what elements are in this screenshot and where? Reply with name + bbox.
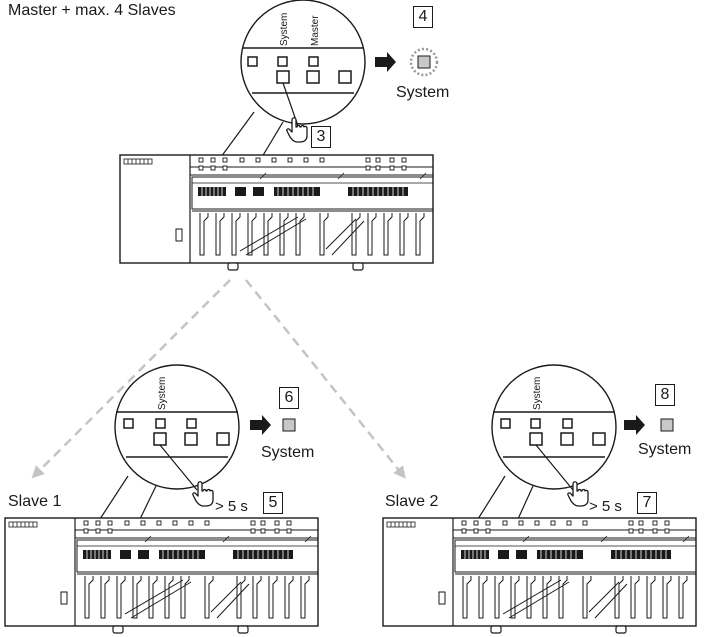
dashed-arrow-to-slave2 (245, 279, 406, 479)
step-number-7: 7 (637, 492, 657, 514)
step-number-3: 3 (311, 126, 331, 148)
slave1-zoom-circle (99, 364, 240, 520)
system-led (282, 418, 296, 432)
master-zoom-circle (220, 0, 366, 158)
master-module (119, 154, 434, 271)
slave1-module (4, 517, 319, 634)
system-led-label: System (638, 441, 692, 458)
slave2-label: Slave 2 (385, 493, 439, 510)
step-number-6: 6 (279, 387, 299, 409)
slave2-module (382, 517, 697, 634)
slave1-label: Slave 1 (8, 493, 62, 510)
zoom-label-system: System (279, 12, 290, 46)
arrow-right-icon (624, 415, 645, 435)
zoom-label-system: System (157, 376, 168, 410)
system-led (660, 418, 674, 432)
arrow-right-icon (250, 415, 271, 435)
dashed-arrow-to-slave1 (31, 279, 231, 479)
system-led-label: System (396, 84, 450, 101)
step-number-8: 8 (655, 384, 675, 406)
system-led-label: System (261, 444, 315, 461)
system-led-flashing (409, 47, 439, 77)
arrow-right-icon (375, 52, 396, 72)
press-duration: > 5 s (215, 498, 248, 515)
zoom-label-system: System (532, 376, 543, 410)
heading: Master + max. 4 Slaves (8, 2, 176, 19)
press-duration: > 5 s (589, 498, 622, 515)
zoom-label-master: Master (310, 15, 321, 46)
step-number-5: 5 (263, 492, 283, 514)
slave2-zoom-circle (477, 364, 617, 520)
step-number-4: 4 (413, 6, 433, 28)
